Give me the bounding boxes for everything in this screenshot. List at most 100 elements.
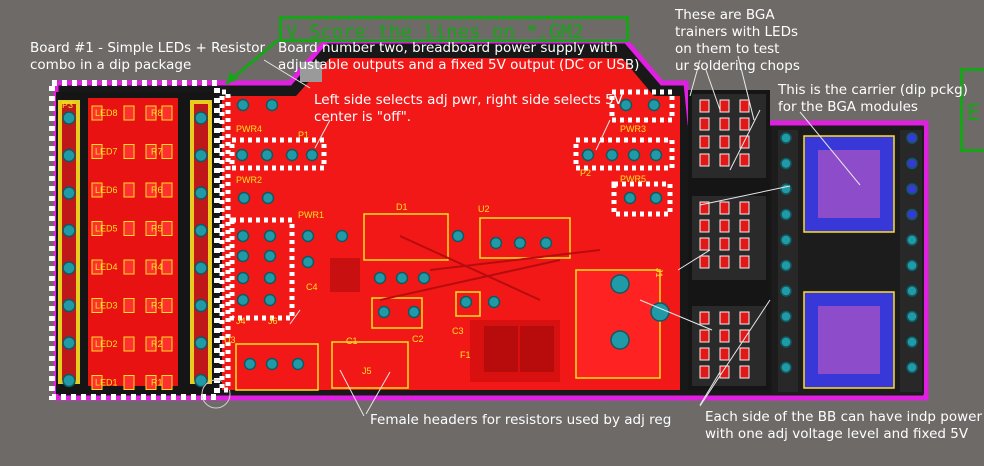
label-j1: J1 xyxy=(654,268,664,278)
label-pwr5: PWR5 xyxy=(620,174,646,184)
dip-pad xyxy=(194,298,208,313)
resistor-pad xyxy=(145,221,157,236)
pcb-pad xyxy=(627,148,641,162)
carrier-pad xyxy=(780,336,792,348)
carrier-pad xyxy=(906,336,918,348)
dip-pad xyxy=(62,186,76,200)
bga-led xyxy=(719,311,730,325)
pcb-pad xyxy=(285,148,299,162)
bga-led xyxy=(699,255,710,269)
note-bga-trainers: These are BGA trainers with LEDs on them… xyxy=(675,7,800,74)
resistor-pad xyxy=(145,144,157,159)
carrier-pad xyxy=(780,132,792,144)
bga-led xyxy=(739,365,750,379)
vscore-banner: V Score the lines on *.GM2 xyxy=(279,16,629,42)
dip-pad xyxy=(62,373,76,388)
carrier-pad xyxy=(906,361,918,374)
pcb-pad xyxy=(260,148,274,162)
carrier-pad xyxy=(780,208,792,221)
pcb-pad xyxy=(263,229,277,243)
bga-led xyxy=(739,311,750,325)
label-d1: D1 xyxy=(396,202,408,212)
resistor-pad xyxy=(145,259,157,275)
carrier-pad xyxy=(780,361,792,374)
pcb-pad xyxy=(513,236,527,250)
resistor-pad xyxy=(161,182,173,198)
resistor-pad xyxy=(161,259,173,275)
pointer-lines xyxy=(263,55,861,417)
dip-pad xyxy=(194,111,208,125)
board1-led-dip xyxy=(56,92,216,394)
board2-header-outlines xyxy=(219,89,675,393)
resistor-pad xyxy=(145,182,157,198)
pcb-pad xyxy=(489,236,503,250)
bga-led xyxy=(719,347,730,361)
led-pad xyxy=(123,144,135,159)
bga-led xyxy=(719,201,730,215)
pcb-pad xyxy=(407,305,421,319)
carrier-pad xyxy=(780,234,792,246)
label-pwr3: PWR3 xyxy=(620,124,646,134)
bga-led xyxy=(719,153,730,167)
carrier-pad xyxy=(906,157,918,170)
pcb-pad xyxy=(291,357,305,371)
label-resistor: R2 xyxy=(151,339,163,349)
bga-carrier xyxy=(772,126,924,394)
pcb-pad xyxy=(263,293,277,307)
label-resistor: R6 xyxy=(151,185,163,195)
carrier-pad xyxy=(906,183,918,195)
pcb-pad xyxy=(619,98,633,112)
bga-led xyxy=(719,255,730,269)
bga-led xyxy=(699,347,710,361)
pcb-pad xyxy=(373,271,387,285)
bga-led xyxy=(719,117,730,131)
carrier-pad xyxy=(906,208,918,221)
led-pad xyxy=(91,221,103,236)
label-j4: J4 xyxy=(236,316,246,326)
bga-led xyxy=(699,365,710,379)
pcb-pad xyxy=(459,295,473,309)
led-pad xyxy=(91,375,103,390)
led-pad xyxy=(123,336,135,352)
bga-led xyxy=(739,117,750,131)
dip-pad xyxy=(62,298,76,313)
led-pad xyxy=(123,298,135,313)
pcb-pad xyxy=(610,274,630,294)
pcb-pad xyxy=(265,98,279,112)
resistor-pad xyxy=(145,375,157,390)
pcb-pad xyxy=(417,271,431,285)
bga-led xyxy=(719,329,730,343)
carrier-pad xyxy=(906,310,918,323)
carrier-pad xyxy=(780,285,792,297)
label-led: LED7 xyxy=(95,147,118,157)
led-pad xyxy=(123,182,135,198)
bga-led xyxy=(739,99,750,113)
bga-led xyxy=(699,311,710,325)
bga-led xyxy=(699,153,710,167)
label-resistor: R3 xyxy=(151,301,163,311)
note-each-side: Each side of the BB can have indp power … xyxy=(705,409,983,442)
pcb-pad xyxy=(236,271,250,285)
led-pad xyxy=(123,259,135,275)
carrier-pad xyxy=(906,259,918,272)
bga-led xyxy=(739,219,750,233)
pcb-pad xyxy=(237,191,251,205)
bga-led xyxy=(699,117,710,131)
label-led: LED1 xyxy=(95,378,118,388)
pcb-pad xyxy=(581,148,595,162)
carrier-pad xyxy=(906,285,918,297)
label-led: LED6 xyxy=(95,185,118,195)
dip-pad xyxy=(194,148,208,163)
bga-led xyxy=(739,329,750,343)
bga-led xyxy=(719,219,730,233)
bga-led xyxy=(719,135,730,149)
pcb-pad xyxy=(610,330,630,350)
green-arrow xyxy=(225,38,279,86)
pcb-pad xyxy=(236,293,250,307)
label-j5: J5 xyxy=(362,366,372,376)
label-p1: P1 xyxy=(298,130,309,140)
resistor-pad xyxy=(161,221,173,236)
resistor-pad xyxy=(145,336,157,352)
pcb-pad xyxy=(236,229,250,243)
bga-led xyxy=(739,237,750,251)
